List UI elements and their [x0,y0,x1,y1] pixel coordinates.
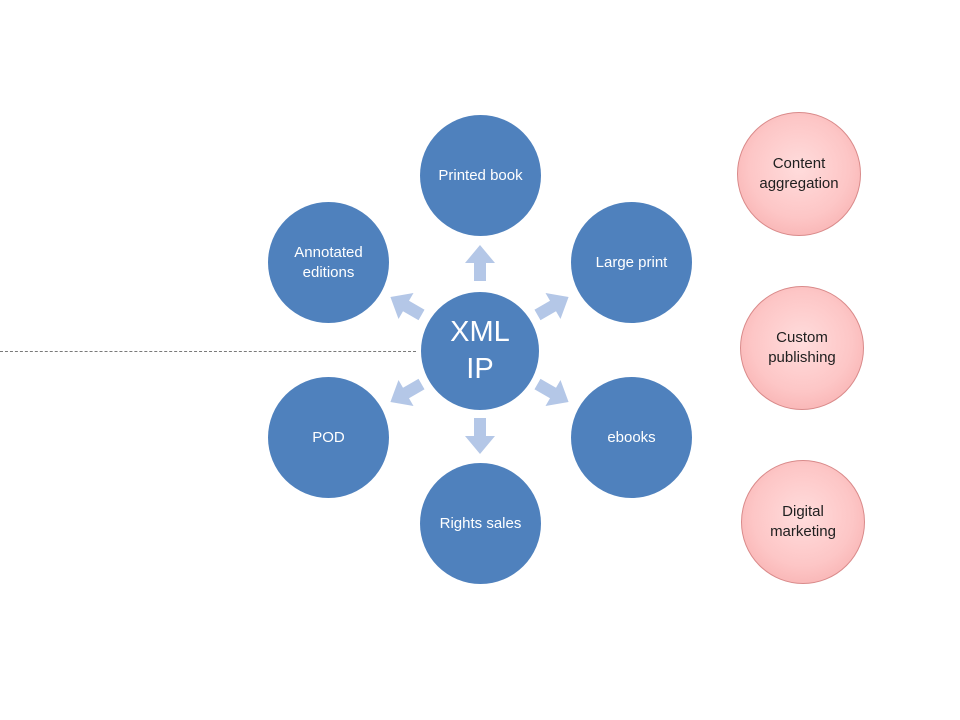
node-label: ebooks [607,428,656,446]
arrow-to-annotated-editions [383,284,429,328]
node-label: Printed book [438,166,523,184]
arrow-to-printed-book [465,245,495,281]
node-rights-sales: Rights sales [420,463,541,584]
node-ebooks: ebooks [571,377,692,498]
center-label: XML IP [450,316,510,385]
node-content-aggregation: Content aggregation [737,112,861,236]
node-annotated-editions: Annotated editions [268,202,389,323]
arrow-to-rights-sales [465,418,495,454]
arrow-to-large-print [530,284,576,328]
node-printed-book: Printed book [420,115,541,236]
arrow-to-pod [383,371,429,415]
node-custom-publishing: Custom publishing [740,286,864,410]
node-label: Rights sales [439,514,522,532]
arrow-to-ebooks [530,371,576,415]
node-digital-marketing: Digital marketing [741,460,865,584]
node-pod: POD [268,377,389,498]
node-label: Custom publishing [768,329,836,366]
node-label: Digital marketing [770,503,836,540]
node-label: Content aggregation [759,155,839,192]
node-large-print: Large print [571,202,692,323]
node-label: Annotated editions [294,243,363,281]
node-label: POD [312,428,345,446]
node-label: Large print [595,253,668,271]
node-xml-ip-center: XML IP [418,289,542,413]
dashed-divider-line [0,351,416,352]
